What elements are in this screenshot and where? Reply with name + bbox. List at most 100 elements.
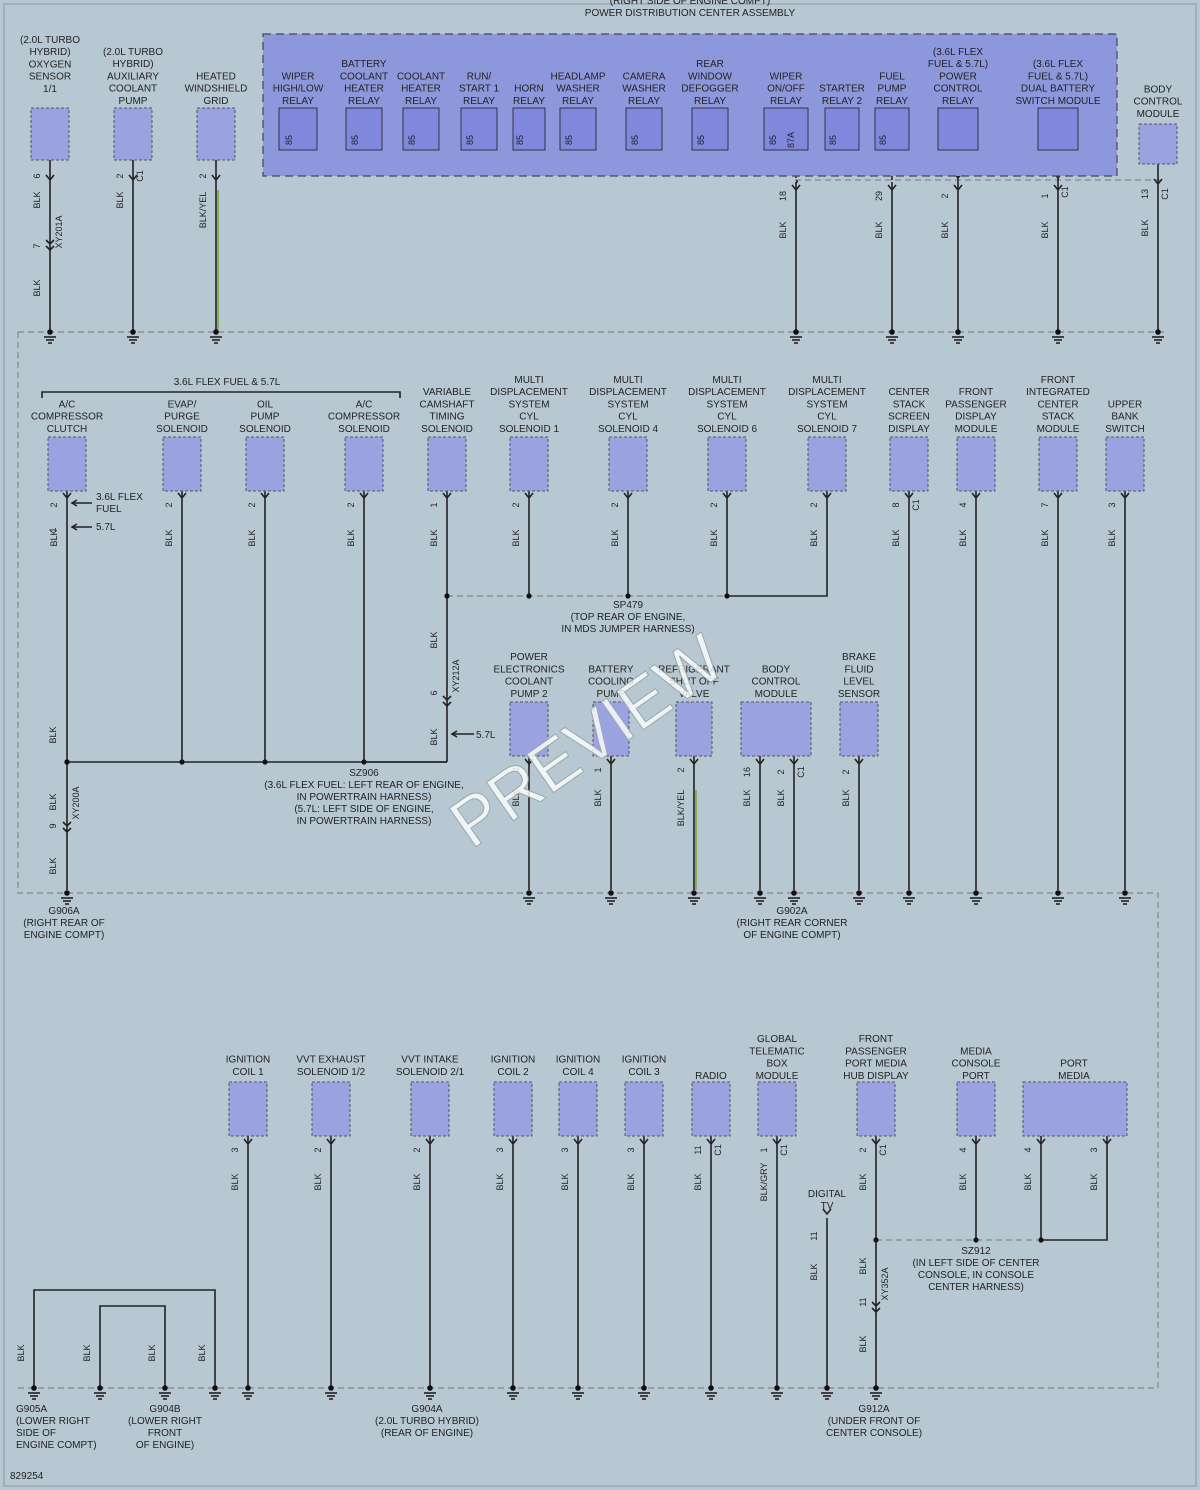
pdc-out-2-wire-color: BLK bbox=[874, 221, 884, 238]
mid-comp-6-label: DISPLACEMENT bbox=[490, 387, 568, 398]
bottom-comp-2-box bbox=[311, 1081, 351, 1137]
dashed-boundaries bbox=[17, 179, 1168, 1389]
bottom-comp-10-label: MEDIA bbox=[960, 1046, 992, 1057]
bottom-comp-1-label: IGNITION bbox=[226, 1055, 270, 1066]
hwg-pin: 2 bbox=[198, 173, 208, 178]
bcm-mid-pinmark-2 bbox=[789, 758, 799, 766]
top-ground-6 bbox=[955, 329, 961, 335]
relay-13-label: FUEL & 5.7L) bbox=[1028, 71, 1088, 82]
bottom-comp-9-conn: C1 bbox=[878, 1144, 888, 1156]
lower-mid-comp-5-label: SENSOR bbox=[838, 689, 880, 700]
top-comp-4-label: CONTROL bbox=[1134, 97, 1183, 108]
top-ground-7 bbox=[1055, 329, 1061, 335]
mid-comp-7-label: CYL bbox=[618, 412, 638, 423]
bottom-comp-10-label: CONSOLE bbox=[952, 1059, 1001, 1070]
bfls-pinmark bbox=[854, 758, 864, 766]
ac-note-flex: FUEL bbox=[96, 504, 122, 515]
g902a-label: (RIGHT REAR CORNER bbox=[737, 918, 848, 929]
relay-2-box bbox=[345, 107, 383, 151]
mid-comp-6-box bbox=[509, 436, 549, 492]
xy201a-pin: 7 bbox=[32, 243, 42, 248]
mid-comp-13-wire-color: BLK bbox=[1107, 529, 1117, 546]
mid-comp-10-label: STACK bbox=[893, 399, 926, 410]
sz912-name: SZ912 bbox=[961, 1246, 991, 1257]
relay-1-pin: 85 bbox=[284, 135, 294, 145]
figure-id: 829254 bbox=[10, 1471, 44, 1482]
bcm-top-pinmark bbox=[1153, 178, 1163, 186]
lower-mid-comp-1-label: COOLANT bbox=[505, 677, 553, 688]
mid-comp-9-box bbox=[807, 436, 847, 492]
mid-ground-10 bbox=[1055, 890, 1061, 896]
lower-mid-comp-4-box bbox=[740, 701, 812, 757]
mid-comp-3-box bbox=[245, 436, 285, 492]
mid-comp-5-label: VARIABLE bbox=[423, 387, 471, 398]
relay-4-label: RUN/ bbox=[467, 71, 492, 82]
relay-6-pin: 85 bbox=[564, 135, 574, 145]
bcm-mid-wire-color-2: BLK bbox=[776, 789, 786, 806]
g912a-label: G912A bbox=[858, 1404, 889, 1415]
bottom-comp-10-wire-color: BLK bbox=[958, 1173, 968, 1190]
lower-mid-comp-4-label: MODULE bbox=[755, 689, 798, 700]
top-comp-2-label: AUXILIARY bbox=[107, 71, 159, 82]
mid-comp-6-label: CYL bbox=[519, 412, 539, 423]
pdc-out-1-pin: 18 bbox=[778, 191, 788, 201]
bottom-comp-4-label: IGNITION bbox=[491, 1055, 535, 1066]
pdc-out-1-wire-color: BLK bbox=[778, 221, 788, 238]
relay-10-pin: 85 bbox=[828, 135, 838, 145]
top-comp-4-box bbox=[1138, 123, 1178, 165]
relay-6-label: WASHER bbox=[556, 84, 600, 95]
port-media-label: PORT bbox=[1060, 1059, 1088, 1070]
relay-2-label: COOLANT bbox=[340, 71, 388, 82]
bottom-comp-3-label: VVT INTAKE bbox=[401, 1055, 459, 1066]
top-comp-3-label: HEATED bbox=[196, 71, 236, 82]
top-ground-3 bbox=[213, 329, 219, 335]
mid-comp-9-label: SYSTEM bbox=[806, 399, 847, 410]
mid-group-bracket bbox=[41, 391, 401, 398]
bcm-top-wire-color: BLK bbox=[1140, 219, 1150, 236]
sz912-label: (IN LEFT SIDE OF CENTER bbox=[912, 1258, 1039, 1269]
relay-9-pin2: 87A bbox=[786, 132, 796, 148]
relay-8-pin: 85 bbox=[696, 135, 706, 145]
relay-9-label: RELAY bbox=[770, 96, 802, 107]
g902a-label: G902A bbox=[776, 906, 807, 917]
bottom-ground-3 bbox=[162, 1385, 168, 1391]
bottom-comp-1-box bbox=[228, 1081, 268, 1137]
ac-clutch-pin2: 1 bbox=[48, 527, 58, 532]
mid-comp-12-label: MODULE bbox=[1037, 424, 1080, 435]
relay-9-label: ON/OFF bbox=[767, 84, 805, 95]
mid-comp-11-label: PASSENGER bbox=[945, 399, 1007, 410]
mid-comp-8-wire-color: BLK bbox=[709, 529, 719, 546]
top-comp-3-label: GRID bbox=[204, 96, 229, 107]
mid-comp-4-wire-color: BLK bbox=[346, 529, 356, 546]
relay-12-label: RELAY bbox=[942, 96, 974, 107]
aux-pump-conn: C1 bbox=[135, 170, 145, 182]
mid-comp-1-pin: 2 bbox=[49, 502, 59, 507]
relay-12-box bbox=[937, 107, 979, 151]
sp479-node-2 bbox=[526, 593, 532, 599]
bottom-comp-9-label: PASSENGER bbox=[845, 1046, 907, 1057]
bfls-wire-color: BLK bbox=[841, 789, 851, 806]
bottom-ground-12 bbox=[774, 1385, 780, 1391]
bottom-comp-5-label: IGNITION bbox=[556, 1055, 600, 1066]
bottom-comp-7-pin: 11 bbox=[693, 1145, 703, 1154]
g912a-label: CENTER CONSOLE) bbox=[826, 1428, 922, 1439]
pdc-assembly-box bbox=[262, 33, 1118, 177]
xy212a-wire-top: BLK bbox=[429, 631, 439, 648]
g904b-label: FRONT bbox=[148, 1428, 182, 1439]
hwg-wire-color: BLK/YEL bbox=[198, 192, 208, 229]
mid-comp-3-label: OIL bbox=[257, 399, 274, 410]
bottom-ground-11 bbox=[708, 1385, 714, 1391]
mid-comp-12-pin: 7 bbox=[1040, 502, 1050, 507]
top-comp-1-label: (2.0L TURBO bbox=[20, 35, 80, 46]
relay-11-pin: 85 bbox=[878, 135, 888, 145]
xy200a-wire-top: BLK bbox=[48, 793, 58, 810]
g902a-label: OF ENGINE COMPT) bbox=[743, 930, 840, 941]
bottom-comp-6-box bbox=[624, 1081, 664, 1137]
xy212a-label: XY212A bbox=[451, 659, 461, 692]
digital-tv-pinmark bbox=[822, 1208, 832, 1216]
top-comp-1-label: 1/1 bbox=[43, 84, 57, 95]
o2-wire-color-2: BLK bbox=[32, 279, 42, 296]
sz912-label: CENTER HARNESS) bbox=[928, 1282, 1024, 1293]
bottom-comp-2-wire-color: BLK bbox=[313, 1173, 323, 1190]
mid-ground-9 bbox=[973, 890, 979, 896]
